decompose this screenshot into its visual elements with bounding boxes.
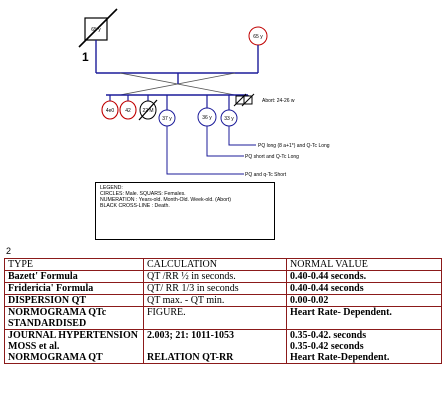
cell-normal: 0.35-0.42. seconds xyxy=(286,329,442,341)
child-4: 37 y xyxy=(158,109,176,127)
cell-calc: 2.003; 21: 1011-1053 xyxy=(143,329,287,341)
table-row: NORMOGRAMA QT RELATION QT-RR Heart Rate-… xyxy=(4,352,442,364)
table-row: Bazett' Formula QT /RR ½ in seconds. 0.4… xyxy=(4,270,442,283)
figure-label-1: 1 xyxy=(82,50,89,64)
cell-type: Fridericia' Formula xyxy=(4,282,144,295)
child-1: 4e0 xyxy=(101,100,119,120)
table-row: MOSS et al. 0.35-0.42 seconds xyxy=(4,341,442,352)
svg-text:42: 42 xyxy=(125,108,131,114)
table-row: Fridericia' Formula QT/ RR 1/3 in second… xyxy=(4,282,442,295)
cell-normal: 0.40-0.44 seconds. xyxy=(286,270,442,283)
annotation-pq-long: PQ long (8 a+1*) and Q-Tc Long xyxy=(258,143,330,149)
svg-text:37 y: 37 y xyxy=(162,116,172,122)
figure-legend: LEGEND: CIRCLES: Male. SQUARS: Females. … xyxy=(95,182,275,240)
annotation-pq-qtc-short: PQ and q-Tc Short xyxy=(245,172,287,178)
header-normal-value: NORMAL VALUE xyxy=(286,258,442,271)
cell-type: MOSS et al. xyxy=(4,341,144,352)
cell-normal: 0.35-0.42 seconds xyxy=(286,341,442,352)
pedigree-figure: 1 65 y 65 y 4e0 42 22 M xyxy=(78,8,330,178)
spouse-circle: 65 y xyxy=(248,26,268,46)
header-type: TYPE xyxy=(4,258,144,271)
cell-type: NORMOGRAMA QT xyxy=(4,352,144,364)
cell-normal: Heart Rate- Dependent. xyxy=(286,306,442,330)
svg-text:22 M: 22 M xyxy=(142,108,153,114)
cell-calc: QT max. - QT min. xyxy=(143,294,287,307)
table-row: DISPERSION QT QT max. - QT min. 0.00-0.0… xyxy=(4,294,442,307)
cell-type: NORMOGRAMA QTc STANDARDISED xyxy=(4,306,144,330)
proband-square: 65 y xyxy=(78,8,118,48)
abort-square-2 xyxy=(241,93,255,107)
cell-calc xyxy=(143,341,287,352)
cell-calc: RELATION QT-RR xyxy=(143,352,287,364)
header-calculation: CALCULATION xyxy=(143,258,287,271)
table-row: JOURNAL HYPERTENSION 2.003; 21: 1011-105… xyxy=(4,329,442,341)
legend-numeration: NUMERATION : Years-old. Month-Old. Week-… xyxy=(100,197,231,204)
cell-normal: 0.00-0.02 xyxy=(286,294,442,307)
svg-text:4e0: 4e0 xyxy=(106,108,115,114)
legend-death: BLACK CROSS-LINE : Death. xyxy=(100,203,170,210)
child-3-deceased: 22 M xyxy=(138,99,158,121)
spouse-age: 65 y xyxy=(253,34,263,40)
cell-calc: QT /RR ½ in seconds. xyxy=(143,270,287,283)
cell-calc: QT/ RR 1/3 in seconds xyxy=(143,282,287,295)
svg-text:36 y: 36 y xyxy=(202,115,212,121)
table-header-row: TYPE CALCULATION NORMAL VALUE xyxy=(4,258,442,271)
cell-type: JOURNAL HYPERTENSION xyxy=(4,329,144,341)
child-2: 42 xyxy=(119,100,137,120)
qt-formula-table: TYPE CALCULATION NORMAL VALUE Bazett' Fo… xyxy=(4,258,442,364)
legend-title: LEGEND: xyxy=(100,185,123,191)
cell-type: Bazett' Formula xyxy=(4,270,144,283)
child-6: 33 y xyxy=(220,109,238,127)
proband-age: 65 y xyxy=(91,27,101,33)
annotation-pq-short: PQ short and Q-Tc Long xyxy=(245,154,299,160)
abort-label: Abort: 24-26 w xyxy=(262,98,295,104)
figure-label-2: 2 xyxy=(6,246,12,256)
cell-type: DISPERSION QT xyxy=(4,294,144,307)
cell-calc: FIGURE. xyxy=(143,306,287,330)
table-row: NORMOGRAMA QTc STANDARDISED FIGURE. Hear… xyxy=(4,306,442,330)
svg-text:33 y: 33 y xyxy=(224,116,234,122)
cell-normal: Heart Rate-Dependent. xyxy=(286,352,442,364)
legend-shapes: CIRCLES: Male. SQUARS: Females. xyxy=(100,191,186,198)
cell-normal: 0.40-0.44 seconds xyxy=(286,282,442,295)
child-5: 36 y xyxy=(197,107,217,127)
